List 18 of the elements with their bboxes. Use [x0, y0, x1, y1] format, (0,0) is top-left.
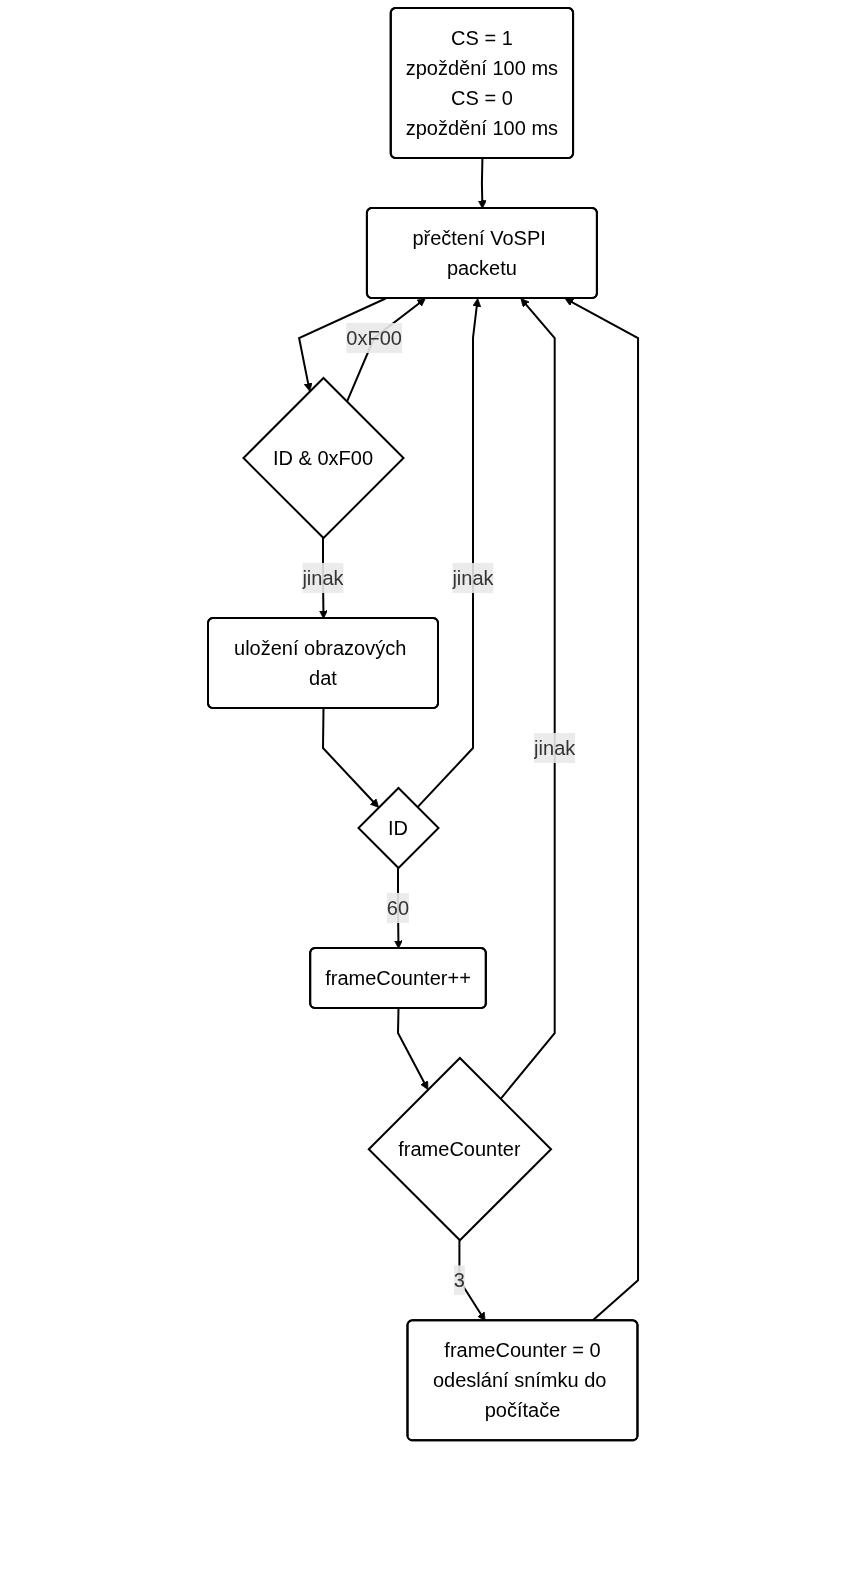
edge-label: 60 [387, 897, 410, 920]
arrow [478, 157, 488, 209]
arrow [298, 297, 388, 392]
edge-label: jinak [452, 567, 495, 590]
arrow [565, 298, 640, 1322]
node-text: uložení obrazových dat [234, 637, 407, 690]
node-diamond: ID [357, 786, 441, 870]
edge-label: 0xF00 [346, 327, 403, 349]
arrow [499, 298, 557, 1101]
edge-label: jinak [302, 567, 345, 590]
arrow [416, 298, 482, 809]
edge-label: 3 [454, 1269, 466, 1292]
arrow [322, 707, 380, 808]
arrow [397, 1007, 429, 1090]
node-diamond: frameCounter [367, 1056, 553, 1242]
arrow [346, 298, 427, 403]
node-diamond: ID & 0xF00 [242, 376, 406, 540]
edge-label: jinak [534, 737, 576, 760]
